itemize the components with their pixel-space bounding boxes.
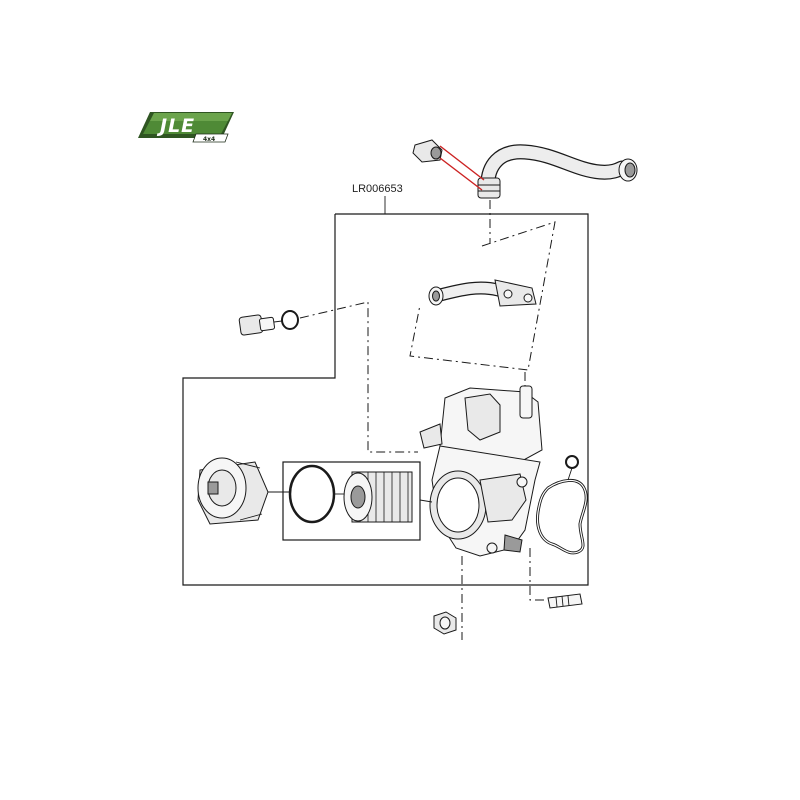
leader-element	[419, 499, 433, 503]
housing-gasket	[536, 455, 588, 555]
mounting-stud	[547, 593, 583, 609]
filter-o-ring	[288, 464, 336, 524]
logo-subtext: 4x4	[203, 136, 215, 143]
assembly-boundary	[182, 213, 589, 586]
leader-stud	[529, 548, 548, 601]
coolant-hose	[477, 144, 638, 199]
logo-text: JLE	[156, 115, 195, 137]
filter-element-group	[282, 461, 421, 541]
pipe-group-dash	[409, 221, 556, 371]
flange-nut	[433, 611, 457, 635]
part-number-label: LR006653	[352, 183, 403, 195]
oil-filter-housing	[419, 372, 543, 557]
jle-logo: JLE 4x4	[138, 112, 234, 143]
coolant-pipe	[428, 279, 537, 307]
sensor-o-ring	[281, 310, 299, 330]
leader-sensor	[299, 301, 418, 453]
oil-filter-cap	[197, 457, 269, 525]
temperature-sensor	[238, 314, 283, 336]
hose-connector	[412, 139, 485, 191]
